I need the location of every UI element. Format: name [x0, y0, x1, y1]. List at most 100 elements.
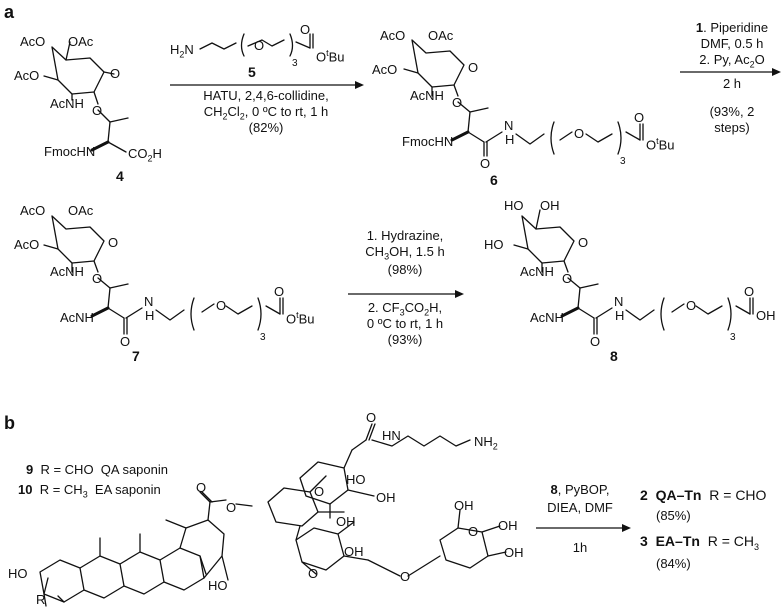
c4-o-link: O: [92, 103, 103, 118]
c6-o-ester: OtBu: [646, 136, 675, 153]
step2-yield2: steps): [714, 120, 750, 135]
c8-acnh-2: AcNH: [530, 310, 564, 325]
step2-line3: 2. Py, Ac2O: [699, 52, 765, 70]
compound-7-bonds: [43, 215, 284, 335]
c8-o-link: O: [562, 271, 573, 286]
saponin-oh-3: OH: [344, 544, 364, 559]
c6-n: N: [504, 118, 514, 133]
saponin-o-ring3: O: [468, 524, 479, 539]
c6-o-ether: O: [574, 126, 585, 141]
c7-o-ether: O: [216, 298, 227, 313]
saponin-nh: HN: [382, 428, 401, 443]
c7-oac: OAc: [68, 203, 94, 218]
c7-n: N: [144, 294, 154, 309]
step4-line3: 1h: [572, 540, 588, 555]
compound-4-bonds: [43, 41, 129, 153]
saponin-oh-2: OH: [336, 514, 356, 529]
c4-aco-2: AcO: [14, 68, 40, 83]
c4-ring-o: O: [110, 66, 121, 81]
saponin-o-ring2: O: [308, 566, 319, 581]
saponin-ho-3: HO: [8, 566, 28, 581]
c8-ring-o: O: [578, 235, 589, 250]
c8-h: H: [615, 308, 625, 323]
compound-8-bonds: [513, 209, 754, 335]
product-3: 3 EA–Tn R = CH3: [640, 533, 760, 552]
c8-n: N: [614, 294, 624, 309]
c5-o-ether: O: [254, 38, 265, 53]
c8-ho-1: HO: [504, 198, 524, 213]
step2-line2: DMF, 0.5 h: [700, 36, 764, 51]
c7-aco-1: AcO: [20, 203, 46, 218]
product-2-yield: (85%): [656, 508, 691, 523]
compound-6-label: 6: [490, 172, 498, 188]
c8-o-carbonyl: O: [744, 284, 755, 299]
saponin-ho-2: HO: [208, 578, 228, 593]
product-3-yield: (84%): [656, 556, 691, 571]
saponin-r: R: [36, 592, 46, 607]
step3-line2: CH3OH, 1.5 h: [365, 244, 445, 262]
c7-o-ester: OtBu: [286, 310, 315, 327]
arrow-1: [170, 81, 364, 89]
c5-h2n: H2N: [170, 42, 194, 60]
c6-oac: OAc: [428, 28, 454, 43]
c4-acnh: AcNH: [50, 96, 84, 111]
step3-yield2: (93%): [387, 332, 423, 347]
c8-o-amide: O: [590, 334, 601, 349]
c7-acnh: AcNH: [50, 264, 84, 279]
c6-aco-2: AcO: [372, 62, 398, 77]
saponin-oh-4: OH: [454, 498, 474, 513]
step3-line1: 1. Hydrazine,: [366, 228, 444, 243]
step1-line1: HATU, 2,4,6-collidine,: [203, 88, 329, 103]
saponin-o-carbonyl: O: [196, 480, 207, 495]
c5-o-ester: OtBu: [316, 48, 345, 65]
arrow-2: [680, 68, 781, 76]
compound-7-label: 7: [132, 348, 140, 364]
c6-aco-1: AcO: [380, 28, 406, 43]
c7-repeat: 3: [260, 332, 266, 343]
c7-aco-2: AcO: [14, 237, 40, 252]
panel-a-label: a: [4, 2, 15, 22]
legend-9: 9 R = CHO QA saponin: [26, 462, 168, 477]
step3-line4: 0 ºC to rt, 1 h: [366, 316, 444, 331]
c8-repeat: 3: [730, 332, 736, 343]
c6-acnh: AcNH: [410, 88, 444, 103]
c6-o-link: O: [452, 95, 463, 110]
c8-oh-acid: OH: [756, 308, 776, 323]
step3-line3: 2. CF3CO2H,: [367, 300, 443, 318]
saponin-oh-1: OH: [376, 490, 396, 505]
compound-6-bonds: [403, 39, 644, 157]
compound-5-label: 5: [248, 64, 256, 80]
c5-repeat: 3: [292, 58, 298, 69]
c8-oh: OH: [540, 198, 560, 213]
step1-yield: (82%): [248, 120, 284, 135]
c4-oac: OAc: [68, 34, 94, 49]
step4-line1: 8, PyBOP,: [550, 482, 610, 497]
c6-o-carbonyl: O: [634, 110, 645, 125]
arrow-4: [536, 524, 631, 532]
legend-10: 10 R = CH3 EA saponin: [18, 482, 161, 500]
step2-line4: 2 h: [722, 76, 742, 91]
c7-o-link: O: [92, 271, 103, 286]
saponin-o-link: O: [400, 569, 411, 584]
compound-5-bonds: [199, 33, 314, 57]
c5-o-carbonyl: O: [300, 22, 311, 37]
panel-b-label: b: [4, 413, 15, 433]
product-2: 2 QA–Tn R = CHO: [640, 487, 767, 503]
c7-h: H: [145, 308, 155, 323]
step2-yield: (93%, 2: [709, 104, 755, 119]
c6-o-amide: O: [480, 156, 491, 171]
step3-yield1: (98%): [387, 262, 423, 277]
c4-co2h: CO2H: [128, 146, 162, 164]
saponin-o-ring1: O: [314, 484, 325, 499]
c6-h: H: [505, 132, 515, 147]
c8-ho-2: HO: [484, 237, 504, 252]
c8-o-ether: O: [686, 298, 697, 313]
saponin-ho-1: HO: [346, 472, 366, 487]
saponin-o-amide: O: [366, 410, 377, 425]
c6-repeat: 3: [620, 156, 626, 167]
saponin-o-ester: O: [226, 500, 237, 515]
saponin-oh-6: OH: [504, 545, 524, 560]
arrow-3: [348, 290, 464, 298]
step2-line1: 1. Piperidine: [695, 20, 769, 35]
